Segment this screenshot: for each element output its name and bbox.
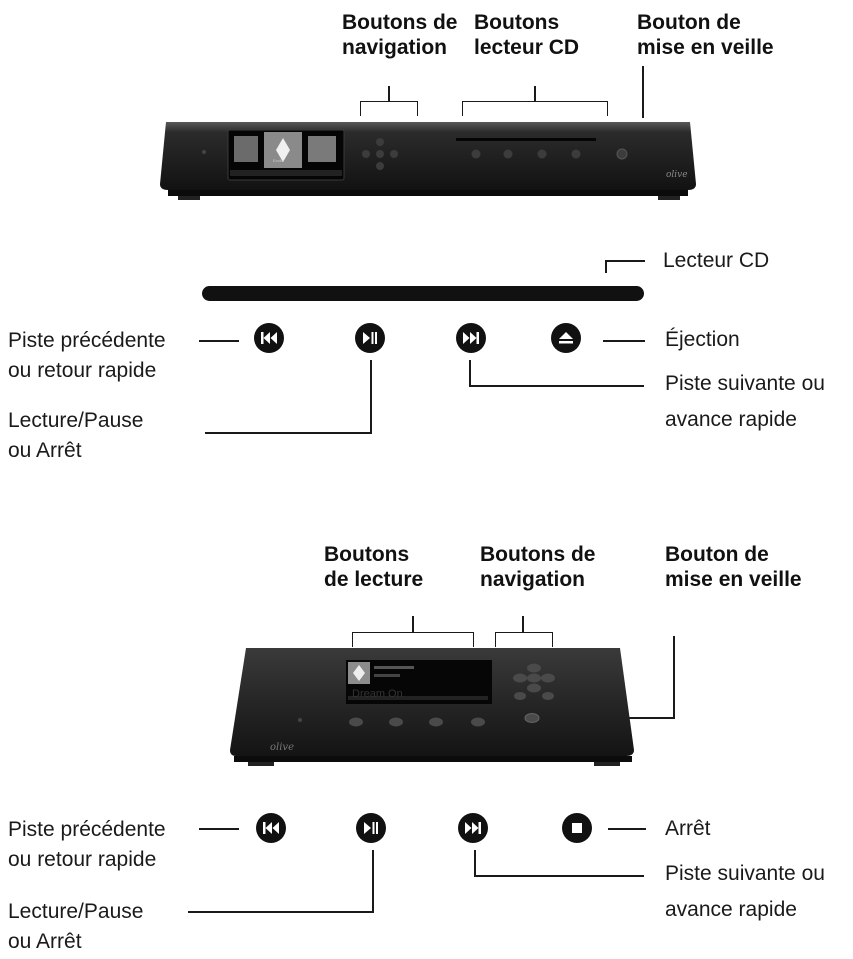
cd-bracket — [462, 101, 608, 116]
heading-play-buttons: Boutons de lecture — [324, 543, 424, 591]
label-cd-drive: Lecteur CD — [663, 249, 770, 272]
previous-leader — [199, 340, 239, 342]
fast-forward-button-2[interactable] — [458, 813, 488, 843]
play-pause-icon — [364, 822, 378, 834]
play-pause-leader-vertical-2 — [372, 850, 374, 912]
label-stop: Arrêt — [665, 817, 711, 840]
play-pause-button[interactable] — [355, 323, 385, 353]
next-leader-vertical — [469, 360, 471, 386]
player-device — [230, 648, 634, 766]
nav-bracket — [360, 101, 418, 116]
play-bracket-stem — [412, 616, 414, 632]
next-leader-horizontal-2 — [474, 875, 644, 877]
fast-forward-button[interactable] — [456, 323, 486, 353]
rewind-button[interactable] — [254, 323, 284, 353]
nav-bracket-2-stem — [522, 616, 524, 632]
heading-navigation-buttons-2: Boutons de navigation — [480, 543, 596, 591]
rewind-icon — [261, 332, 277, 344]
heading-standby-button-2: Bouton de mise en veille — [665, 543, 802, 591]
label-next-track-2: Piste suivante ou avance rapide — [665, 862, 825, 921]
stop-leader — [608, 828, 646, 830]
cd-player-device — [160, 122, 696, 200]
screen-caption-2: Dream On — [352, 688, 403, 700]
cd-slot-bar — [202, 286, 644, 301]
next-leader-horizontal — [469, 385, 644, 387]
fast-forward-icon — [465, 822, 481, 834]
eject-icon — [559, 332, 573, 344]
heading-standby-button: Bouton de mise en veille — [637, 11, 774, 59]
eject-leader — [603, 340, 645, 342]
play-pause-leader-horizontal-2 — [188, 911, 374, 913]
standby-leader — [642, 66, 644, 118]
cd-drive-leader-horizontal — [605, 260, 645, 262]
nav-bracket-2 — [495, 632, 553, 647]
label-play-pause: Lecture/Pause ou Arrêt — [8, 409, 144, 462]
screen-caption: Excite — [273, 158, 284, 163]
eject-button[interactable] — [551, 323, 581, 353]
play-pause-leader-horizontal — [205, 432, 372, 434]
fast-forward-icon — [463, 332, 479, 344]
stop-icon — [572, 823, 582, 833]
next-leader-vertical-2 — [474, 850, 476, 876]
play-bracket — [352, 632, 474, 647]
label-previous-track: Piste précédente ou retour rapide — [8, 329, 166, 382]
label-eject: Éjection — [665, 328, 740, 351]
heading-cd-buttons: Boutons lecteur CD — [474, 11, 580, 59]
previous-leader-2 — [199, 828, 239, 830]
label-play-pause-2: Lecture/Pause ou Arrêt — [8, 900, 144, 953]
play-pause-icon — [363, 332, 377, 344]
device-brand-2: olive — [270, 742, 294, 753]
rewind-button-2[interactable] — [256, 813, 286, 843]
heading-navigation-buttons: Boutons de navigation — [342, 11, 458, 59]
label-next-track: Piste suivante ou avance rapide — [665, 372, 825, 431]
nav-bracket-stem — [388, 86, 390, 101]
play-pause-leader-vertical — [370, 360, 372, 433]
cd-drive-leader-vertical — [605, 260, 607, 273]
rewind-icon — [263, 822, 279, 834]
label-previous-track-2: Piste précédente ou retour rapide — [8, 818, 166, 871]
cd-bracket-stem — [534, 86, 536, 101]
play-pause-button-2[interactable] — [356, 813, 386, 843]
stop-button[interactable] — [562, 813, 592, 843]
standby-leader-vertical — [673, 636, 675, 718]
device-brand: olive — [666, 170, 688, 180]
